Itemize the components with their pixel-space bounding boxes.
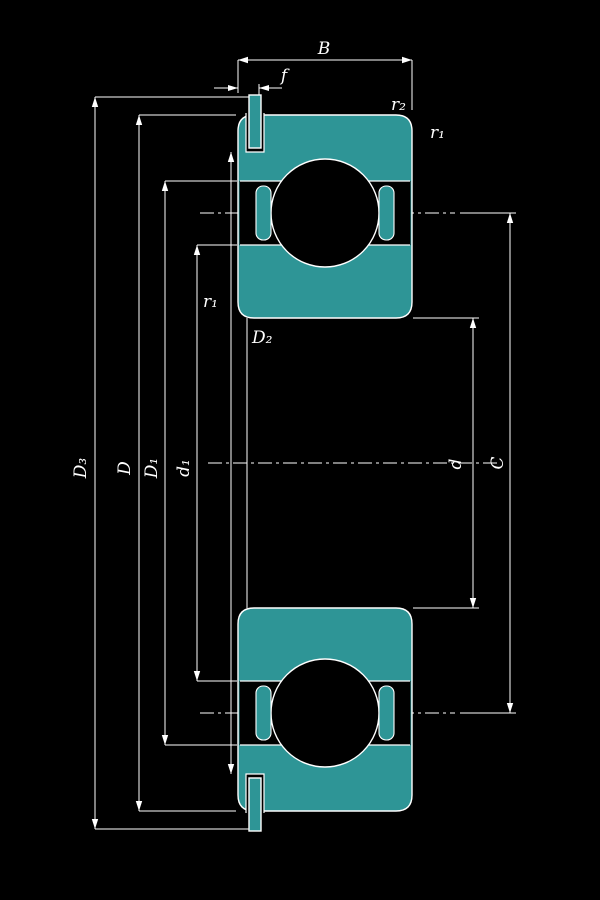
label-chamfer-r1-inner: r₁ [203, 292, 218, 312]
upper-cage-right [378, 185, 395, 241]
lower-snap-ring [248, 777, 262, 832]
dimension-lines [91, 56, 516, 830]
label-snap-ring-offset-f: f [279, 66, 290, 86]
dimension-labels: B f r₂ r₁ r₁ D₂ D₃ D D₁ d₁ d C [71, 39, 508, 479]
lower-cage-right [378, 685, 395, 741]
lower-bearing-section [237, 607, 413, 832]
upper-bearing-section [237, 94, 413, 319]
label-chamfer-r2: r₂ [391, 95, 406, 115]
label-groove-diameter-D2: D₂ [251, 328, 273, 348]
label-inner-land-diameter-d1: d₁ [174, 459, 194, 477]
lower-cage-left [255, 685, 272, 741]
label-bore-diameter-d: d [446, 458, 466, 469]
label-width-B: B [317, 39, 331, 59]
label-outer-land-diameter-D1: D₁ [142, 458, 162, 479]
label-outside-diameter-D: D [115, 461, 135, 476]
upper-ball [270, 158, 380, 268]
label-chamfer-r1-outer: r₁ [430, 123, 445, 143]
upper-snap-ring [248, 94, 262, 149]
lower-ball [270, 658, 380, 768]
label-pitch-diameter-C: C [488, 456, 508, 469]
upper-cage-left [255, 185, 272, 241]
label-over-snap-ring-diameter-D3: D₃ [71, 458, 91, 480]
